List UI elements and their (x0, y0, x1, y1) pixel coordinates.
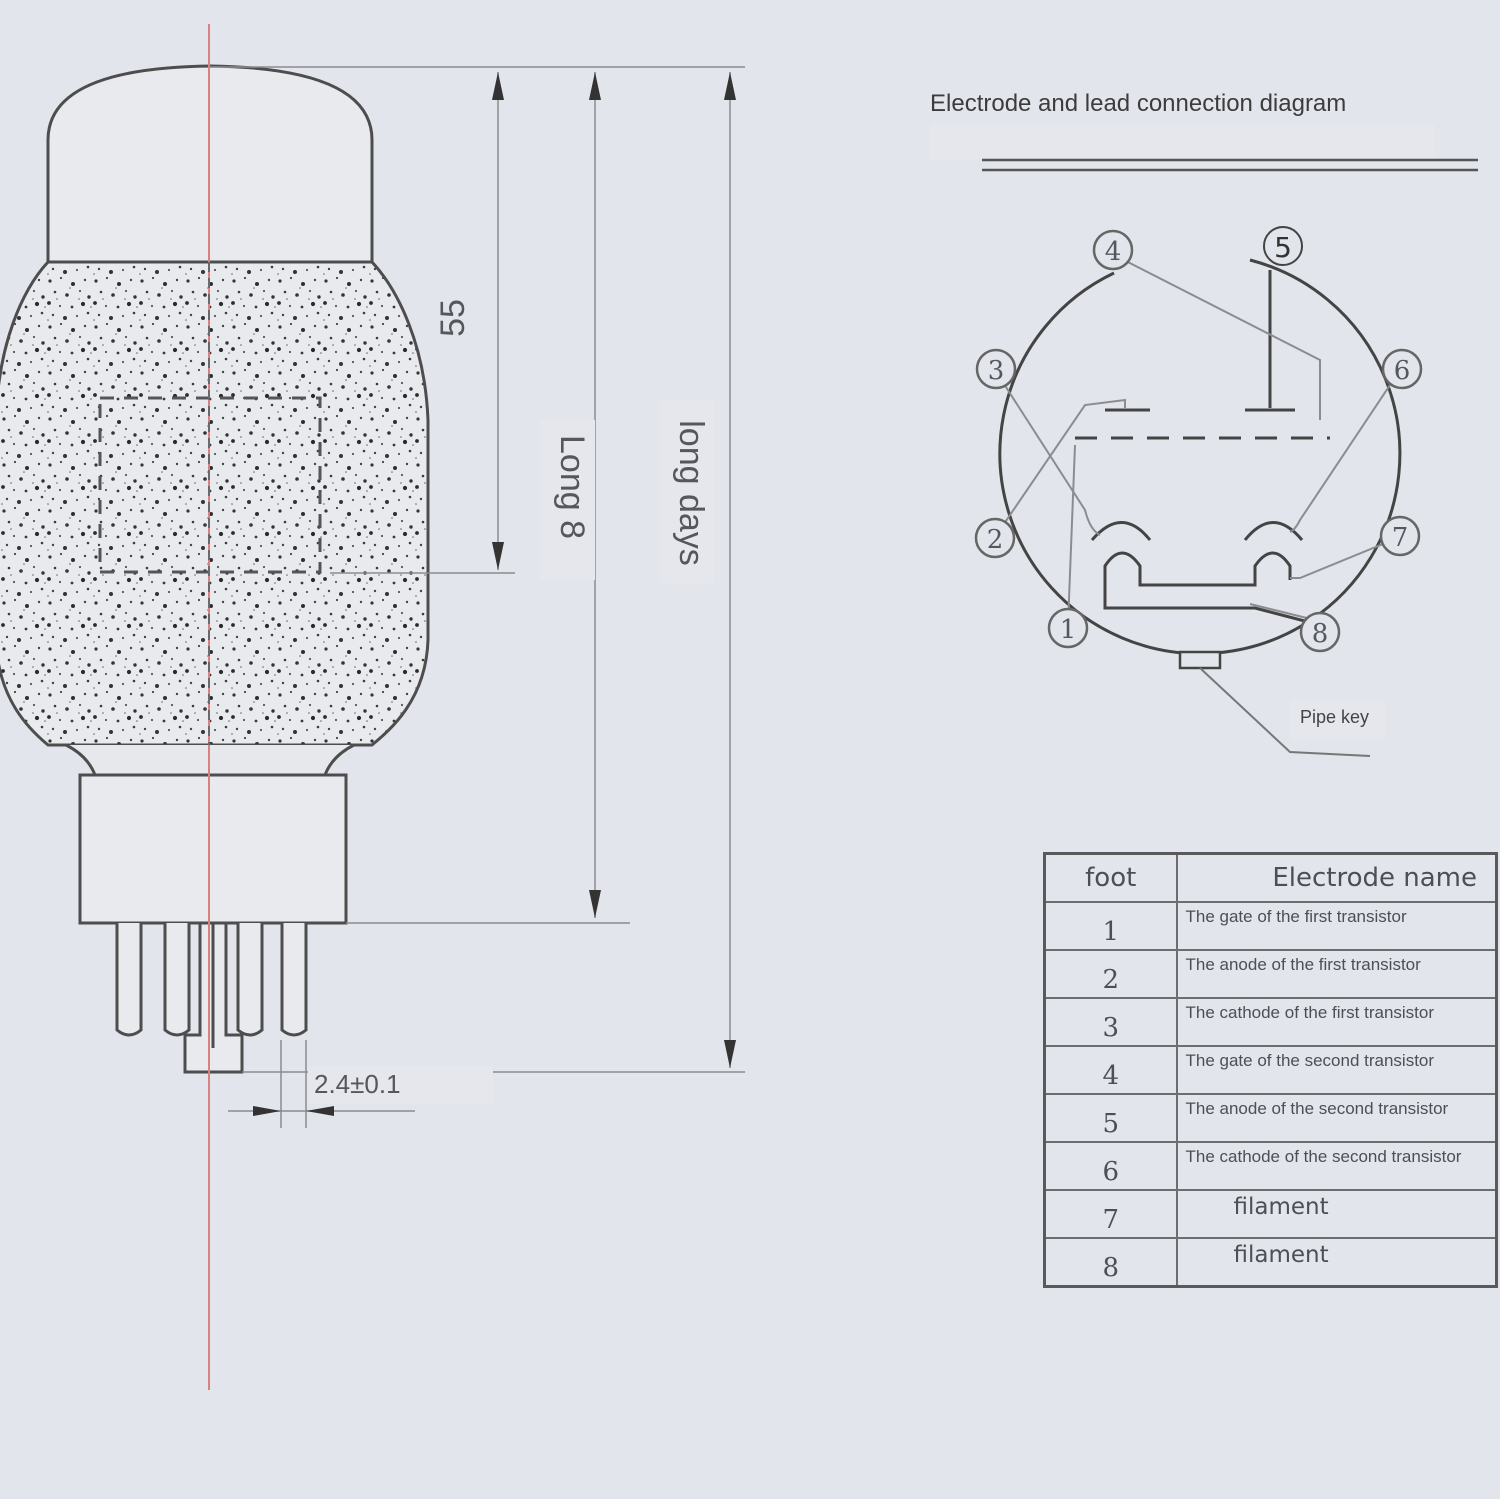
tube-base (78, 773, 348, 925)
table-row: 5 The anode of the second transistor (1043, 1093, 1498, 1143)
pin-4-marker: 4 (1092, 229, 1134, 271)
pipe-key-tab (1178, 650, 1222, 670)
pin (236, 923, 264, 1037)
socket-pin-labels: 4 5 3 6 2 7 1 8 (974, 226, 1423, 653)
pin-6-marker: 6 (1381, 348, 1423, 390)
tube-pins (115, 921, 308, 1074)
foot-cell: 5 (1043, 1093, 1178, 1143)
pin-7-marker: 7 (1379, 515, 1421, 557)
table-row: 4 The gate of the second transistor (1043, 1045, 1498, 1095)
pin-5-marker: 5 (1263, 226, 1303, 266)
foot-cell: 7 (1043, 1189, 1178, 1239)
pin (280, 923, 308, 1037)
electrode-name-cell: The gate of the second transistor (1175, 1045, 1498, 1095)
electrode-name-cell: filament (1175, 1189, 1498, 1239)
dimension-total-label: long days (672, 420, 710, 566)
svg-text:2: 2 (987, 525, 1004, 555)
pin-spacing-label: 2.4±0.1 (314, 1069, 401, 1099)
header-electrode-name: Electrode name (1175, 852, 1498, 903)
pin-8-marker: 8 (1299, 611, 1341, 653)
pin-2-marker: 2 (974, 517, 1016, 559)
table-row: 3 The cathode of the first transistor (1043, 997, 1498, 1047)
electrode-symbols (1075, 270, 1330, 627)
svg-text:6: 6 (1394, 356, 1411, 386)
table-row: 2 The anode of the first transistor (1043, 949, 1498, 999)
dimension-55-label: 55 (434, 299, 472, 337)
dimension-arrows (253, 72, 736, 1116)
pin (163, 923, 191, 1037)
svg-text:3: 3 (988, 356, 1005, 386)
header-foot: foot (1043, 852, 1178, 903)
electrode-name-cell: The gate of the first transistor (1175, 901, 1498, 951)
electrode-name-cell: The cathode of the second transistor (1175, 1141, 1498, 1191)
electrode-name-cell: The cathode of the first transistor (1175, 997, 1498, 1047)
svg-text:1: 1 (1060, 615, 1077, 645)
table-row: 6 The cathode of the second transistor (1043, 1141, 1498, 1191)
table-row: 7 filament (1043, 1189, 1498, 1239)
foot-cell: 2 (1043, 949, 1178, 999)
connection-diagram-title: Electrode and lead connection diagram (930, 90, 1347, 117)
table-row: 8 filament (1043, 1237, 1498, 1288)
electrode-table: foot Electrode name 1 The gate of the fi… (1043, 852, 1498, 1288)
svg-text:8: 8 (1312, 619, 1329, 649)
pipe-key-leader (1199, 667, 1371, 757)
svg-text:5: 5 (1274, 231, 1292, 264)
electrode-name-cell: The anode of the second transistor (1175, 1093, 1498, 1143)
foot-cell: 3 (1043, 997, 1178, 1047)
table-row: 1 The gate of the first transistor (1043, 901, 1498, 951)
pin-3-marker: 3 (975, 348, 1017, 390)
svg-text:7: 7 (1392, 523, 1409, 553)
electrode-name-cell: The anode of the first transistor (1175, 949, 1498, 999)
svg-text:4: 4 (1105, 237, 1122, 267)
table-header-row: foot Electrode name (1043, 852, 1498, 903)
foot-cell: 6 (1043, 1141, 1178, 1191)
foot-cell: 8 (1043, 1237, 1178, 1288)
dimension-long-label: Long 8 (553, 435, 591, 539)
pipe-key-label: Pipe key (1300, 707, 1369, 727)
foot-cell: 1 (1043, 901, 1178, 951)
electrode-name-cell: filament (1175, 1237, 1498, 1288)
foot-cell: 4 (1043, 1045, 1178, 1095)
coated-envelope (0, 260, 430, 747)
pin-1-marker: 1 (1047, 607, 1089, 649)
pin-wiring (994, 257, 1401, 626)
socket-circle (998, 258, 1402, 656)
pin (115, 923, 143, 1037)
